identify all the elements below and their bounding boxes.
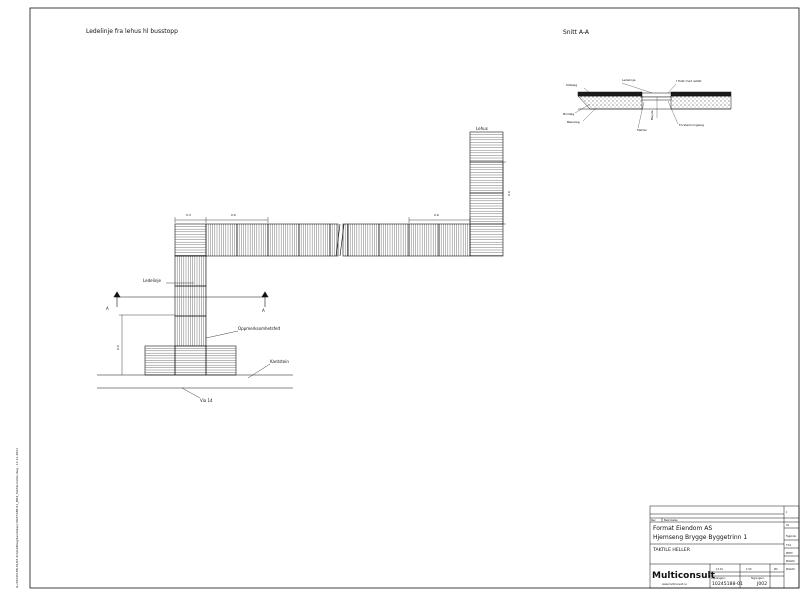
guide-tile-partial <box>342 223 349 257</box>
guide-tile <box>174 315 207 347</box>
label-oppmerksomhetsfelt: Oppmerksomhetsfelt <box>238 326 281 331</box>
guide-tile <box>408 223 440 257</box>
label-road: Via 14 <box>200 398 213 403</box>
corner-tile <box>469 223 504 257</box>
section-label-bindlag: Bindlag <box>563 112 574 116</box>
guide-tile <box>469 192 504 225</box>
guide-tile <box>347 223 380 257</box>
tb-drawing-no: J002 <box>756 581 767 587</box>
tb-drawn-by: RD <box>774 568 778 571</box>
tb-rev-header: Rev. <box>651 519 656 522</box>
dim-4: 0.6 <box>507 191 511 196</box>
leader-road <box>181 387 201 399</box>
tactile-tiles <box>144 131 504 376</box>
attention-tile <box>205 345 237 376</box>
tb-desc-header: Beskrivelse <box>664 519 678 522</box>
tb-company-logo: Multiconsult <box>652 571 716 581</box>
tb-side-field: Fagkode <box>786 535 796 538</box>
base-layer-left <box>577 95 643 110</box>
dimension-top <box>119 161 506 375</box>
guide-tile <box>205 223 238 257</box>
guide-tile <box>174 255 207 287</box>
guide-tile <box>236 223 269 257</box>
guide-tile <box>378 223 410 257</box>
leader-oppmerksomhetsfelt <box>205 330 239 339</box>
tb-drawing-no-label: Tegningsnr. <box>751 577 765 580</box>
section-label-forsterkningslag: Forsterkningslag <box>679 123 704 127</box>
section-title: Snitt A-A <box>563 29 590 36</box>
tb-scale: 1:50 <box>746 568 752 571</box>
guide-tile <box>469 131 504 163</box>
tb-drawing-title: TAKTILE HELLER <box>652 547 691 553</box>
asphalt-right <box>670 91 732 97</box>
tb-project: Hjemseng Brygge Byggetrinn 1 <box>653 534 747 541</box>
plan-title: Ledelinje fra lehus hl busstopp <box>86 28 178 35</box>
tb-side-field: MAG00 <box>786 560 795 563</box>
tb-side-field: MRTX <box>786 552 793 555</box>
section-mark-right: A <box>262 308 265 313</box>
dim-3: 0.6 <box>434 213 439 217</box>
tb-side-field: MAGXX <box>786 568 795 571</box>
asphalt-left <box>577 91 643 97</box>
tb-client: Format Eiendom AS <box>653 525 712 532</box>
dim-2: 0.6 <box>231 213 236 217</box>
section-label-ledelinje: Ledelinje <box>622 78 636 82</box>
attention-tile <box>174 345 207 376</box>
sheet-frame <box>29 7 800 589</box>
guide-tile <box>267 223 300 257</box>
section-cut-a <box>113 291 269 307</box>
tb-side-field: 1 <box>786 511 788 514</box>
tb-project-no: 10245188-01 <box>712 581 743 587</box>
attention-tile <box>144 345 176 376</box>
plan-view <box>97 131 506 399</box>
file-path-text: G:/10245188-01/03 Arbeid/Dwg/Landskap/10… <box>15 448 19 588</box>
dim-5: 0.6 <box>116 345 120 350</box>
guide-tile <box>438 223 471 257</box>
guide-tile <box>469 161 504 194</box>
leader-kantstein <box>247 363 271 379</box>
tb-date: 14.10 <box>716 568 723 571</box>
guide-tile <box>174 285 207 317</box>
title-block <box>649 505 800 589</box>
label-ledelinje: Ledelinje <box>143 278 161 283</box>
tb-side-field: 01 <box>786 524 790 527</box>
section-label-mortel: Mørtel <box>637 128 647 132</box>
section-label-hoyde: Høyde <box>650 110 654 120</box>
tb-project-no-label: Oppdragsnr. <box>711 577 726 580</box>
label-kantstein: Kantstein <box>270 359 289 364</box>
tb-website: www.multiconsult.no <box>662 583 687 586</box>
section-label-flukt: I flukt med asfalt <box>676 79 702 83</box>
mortel-layer <box>641 96 672 101</box>
guide-tile <box>298 223 331 257</box>
tile-section <box>641 92 672 98</box>
label-lehus: Lehus <box>476 126 488 131</box>
section-label-slitelag: Slitelag <box>566 83 577 87</box>
section-view <box>574 82 732 129</box>
base-layer-right <box>670 95 732 110</box>
corner-tile <box>174 223 207 257</box>
tb-side-field: T:10 <box>786 544 792 547</box>
break-symbol <box>335 223 345 257</box>
section-label-baerelag: Bærelag <box>567 120 580 124</box>
section-mark-left: A <box>106 306 109 311</box>
dim-1: 0.3 <box>186 213 191 217</box>
